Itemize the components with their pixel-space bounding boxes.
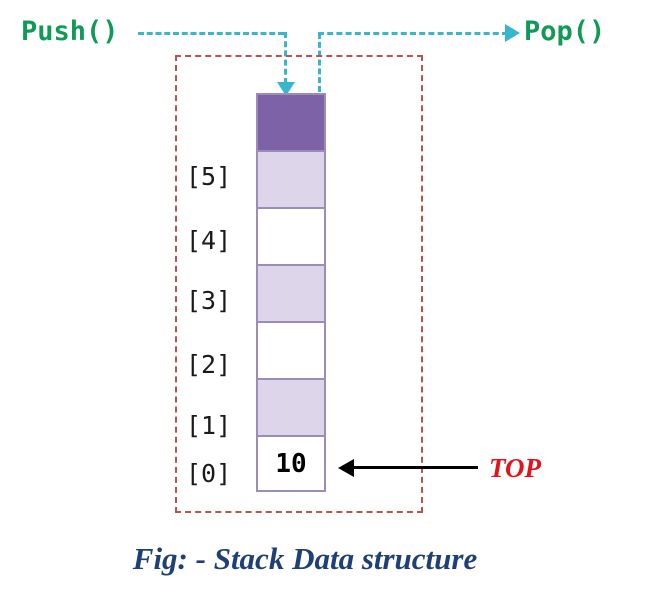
figure-caption: Fig: - Stack Data structure <box>132 541 478 576</box>
index-label-3: [3] <box>186 286 232 315</box>
pop-operation-label: Pop() <box>524 16 606 47</box>
stack-cell-0[interactable]: 10 <box>256 435 326 492</box>
stack-boundary-box <box>175 55 423 513</box>
stack-cell-column: 10 <box>256 93 326 492</box>
index-label-2: [2] <box>186 350 232 379</box>
stack-cell-value: 10 <box>275 448 307 479</box>
pop-arrow-vertical-segment <box>318 33 321 92</box>
stack-cell-4[interactable] <box>256 207 326 264</box>
stack-cell-2[interactable] <box>256 321 326 378</box>
top-pointer-label: TOP <box>489 453 541 483</box>
pop-arrow-horizontal-segment <box>318 32 508 35</box>
push-operation-label: Push() <box>21 16 119 47</box>
index-label-4: [4] <box>186 226 232 255</box>
top-pointer-arrowhead-icon <box>338 459 354 477</box>
index-label-0: [0] <box>186 459 232 488</box>
stack-cell-5[interactable] <box>256 150 326 207</box>
pop-arrowhead-icon <box>505 24 520 42</box>
stack-cell-3[interactable] <box>256 264 326 321</box>
index-label-5: [5] <box>186 162 232 191</box>
push-arrowhead-icon <box>277 82 295 96</box>
stack-cell-top-filled[interactable] <box>256 93 326 150</box>
push-arrow-vertical-segment <box>284 32 287 84</box>
push-arrow-horizontal-segment <box>138 32 284 35</box>
index-label-1: [1] <box>186 411 232 440</box>
top-pointer-arrow-line <box>352 466 478 469</box>
stack-cell-1[interactable] <box>256 378 326 435</box>
